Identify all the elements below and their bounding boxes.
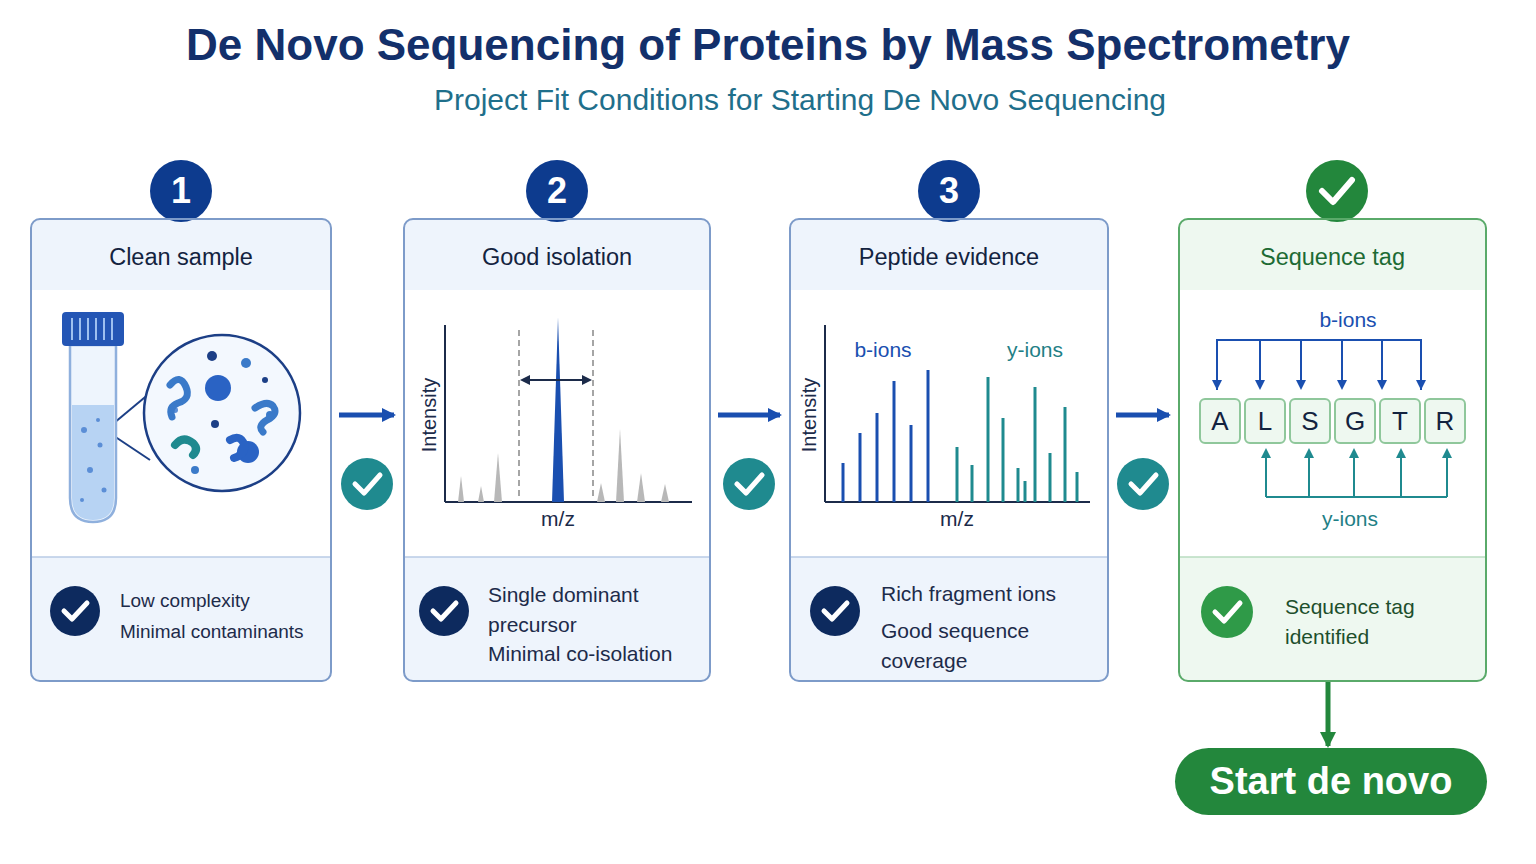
sequence-residue: S — [1289, 398, 1331, 444]
start-button: Start de novo — [1175, 748, 1487, 815]
node-text: Start de novo — [1210, 760, 1453, 803]
sequence-residue: A — [1199, 398, 1241, 444]
node-text: T — [1392, 406, 1408, 437]
condition-card: Good isolationSingle dominant precursorM… — [403, 218, 711, 682]
axis-label: Intensity — [418, 376, 441, 454]
card-bullet: Minimal contaminants — [120, 617, 325, 647]
card-bullet: Good sequence coverage — [881, 616, 1071, 676]
step-number: 1 — [150, 160, 212, 222]
card-fills — [30, 218, 1487, 682]
condition-card: Peptide evidenceRich fragment ionsGood s… — [789, 218, 1109, 682]
step-number: 3 — [918, 160, 980, 222]
axis-label: b-ions — [1317, 308, 1378, 332]
card-heading: Sequence tag — [1180, 244, 1485, 271]
axis-label: m/z — [938, 507, 976, 531]
condition-card: Clean sampleLow complexityMinimal contam… — [30, 218, 332, 682]
teal-checks — [341, 458, 1169, 510]
sequence-residue: R — [1424, 398, 1466, 444]
card-heading: Peptide evidence — [791, 244, 1107, 271]
axis-label: b-ions — [852, 338, 913, 362]
flow-arrow — [1326, 682, 1331, 746]
card-bullet: Rich fragment ions — [881, 579, 1096, 609]
sequence-residue: T — [1379, 398, 1421, 444]
node-text: 3 — [939, 170, 959, 212]
card-heading: Good isolation — [405, 244, 709, 271]
diagram-title: De Novo Sequencing of Proteins by Mass S… — [0, 20, 1536, 70]
node-text: L — [1258, 406, 1272, 437]
sample-tube — [62, 312, 300, 522]
flow-arrow — [339, 413, 394, 418]
isolation-spectrum — [445, 318, 692, 502]
subtitle: Project Fit Conditions for Starting De N… — [434, 83, 1166, 117]
card-bullet: Minimal co-isolation — [488, 639, 698, 669]
sequence-residue: G — [1334, 398, 1376, 444]
axis-label: m/z — [539, 507, 577, 531]
fragment-spectrum — [825, 325, 1090, 502]
node-text: S — [1301, 406, 1318, 437]
axis-label: y-ions — [1320, 507, 1380, 531]
node-text: 2 — [547, 170, 567, 212]
flow-arrow — [1116, 413, 1169, 418]
node-text: R — [1436, 406, 1455, 437]
card-bullet: Single dominant precursor — [488, 580, 698, 640]
card-bullet: Low complexity — [120, 586, 325, 616]
card-bullet: Sequence tag identified — [1285, 592, 1455, 652]
step-number: 2 — [526, 160, 588, 222]
axis-label: y-ions — [1005, 338, 1065, 362]
node-text: 1 — [171, 170, 191, 212]
node-text: G — [1345, 406, 1365, 437]
sequence-residue: L — [1244, 398, 1286, 444]
card-heading: Clean sample — [32, 244, 330, 271]
node-text: A — [1211, 406, 1228, 437]
result-card: Sequence tagSequence tag identified ALSGT… — [1178, 218, 1487, 682]
axis-label: Intensity — [798, 376, 821, 454]
check-badge — [1306, 160, 1368, 222]
ion-ladders — [1217, 340, 1447, 497]
flow-arrow — [718, 413, 780, 418]
